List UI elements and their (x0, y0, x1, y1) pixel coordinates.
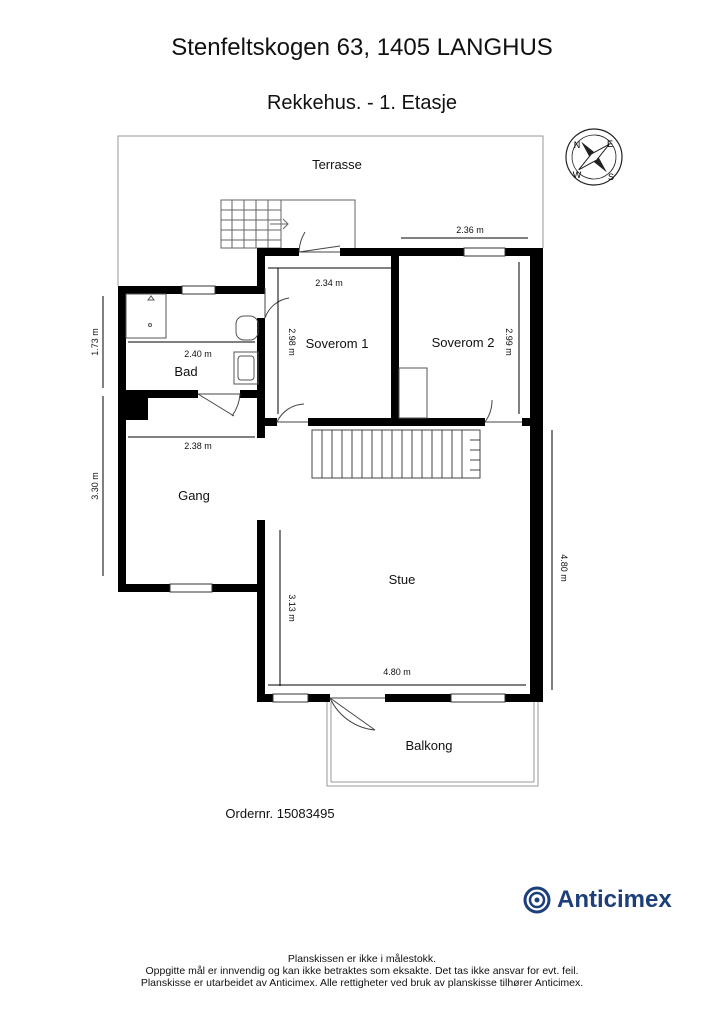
anticimex-logo-icon (523, 886, 551, 914)
dim-bath-height: 1.73 m (90, 328, 100, 356)
doors (197, 231, 522, 731)
wardrobe (398, 367, 428, 419)
room-hallway: Gang (178, 488, 210, 503)
dim-bedroom1-width: 2.34 m (315, 278, 343, 288)
dim-hall-height: 3.30 m (90, 472, 100, 500)
dim-living-depth: 3.13 m (287, 594, 297, 622)
windows (169, 247, 506, 703)
compass-n: N (574, 140, 581, 150)
room-terrace: Terrasse (312, 157, 362, 172)
terrace-outline (117, 135, 544, 286)
balcony-outline (326, 702, 539, 787)
dim-bedroom2-width: 2.36 m (456, 225, 484, 235)
page-title: Stenfeltskogen 63, 1405 LANGHUS (171, 34, 553, 61)
compass-e: E (607, 139, 613, 149)
exterior-walls (118, 248, 543, 702)
internal-stairs (311, 429, 481, 479)
footer-disclaimer: Planskissen er ikke i målestokk. Oppgitt… (0, 953, 724, 989)
terrace-stairs (220, 199, 356, 249)
page-subtitle: Rekkehus. - 1. Etasje (266, 92, 458, 114)
dim-bedroom2-depth: 2.99 m (504, 328, 514, 356)
room-bathroom: Bad (174, 364, 197, 379)
compass-w: W (573, 170, 582, 180)
room-balcony: Balkong (406, 738, 453, 753)
dim-bath-width: 2.40 m (184, 349, 212, 359)
room-living: Stue (389, 572, 416, 587)
anticimex-logo: Anticimex (523, 886, 672, 914)
dim-hall-width: 2.38 m (184, 441, 212, 451)
order-number: Ordernr. 15083495 (225, 806, 335, 821)
room-bedroom-1: Soverom 1 (306, 336, 369, 351)
bathroom-fixtures (125, 293, 259, 385)
compass-s: S (608, 172, 614, 182)
dim-living-height: 4.80 m (559, 554, 569, 582)
dim-living-width: 4.80 m (383, 667, 411, 677)
brand-name: Anticimex (557, 886, 672, 913)
footer-line-2: Oppgitte mål er innvendig og kan ikke be… (145, 965, 579, 977)
room-bedroom-2: Soverom 2 (432, 335, 495, 350)
compass-rose (565, 128, 623, 186)
footer-line-1: Planskissen er ikke i målestokk. (287, 953, 437, 965)
dimension-lines (102, 237, 553, 690)
footer-line-3: Planskisse er utarbeidet av Anticimex. A… (140, 977, 584, 989)
dim-bedroom1-depth: 2.98 m (287, 328, 297, 356)
